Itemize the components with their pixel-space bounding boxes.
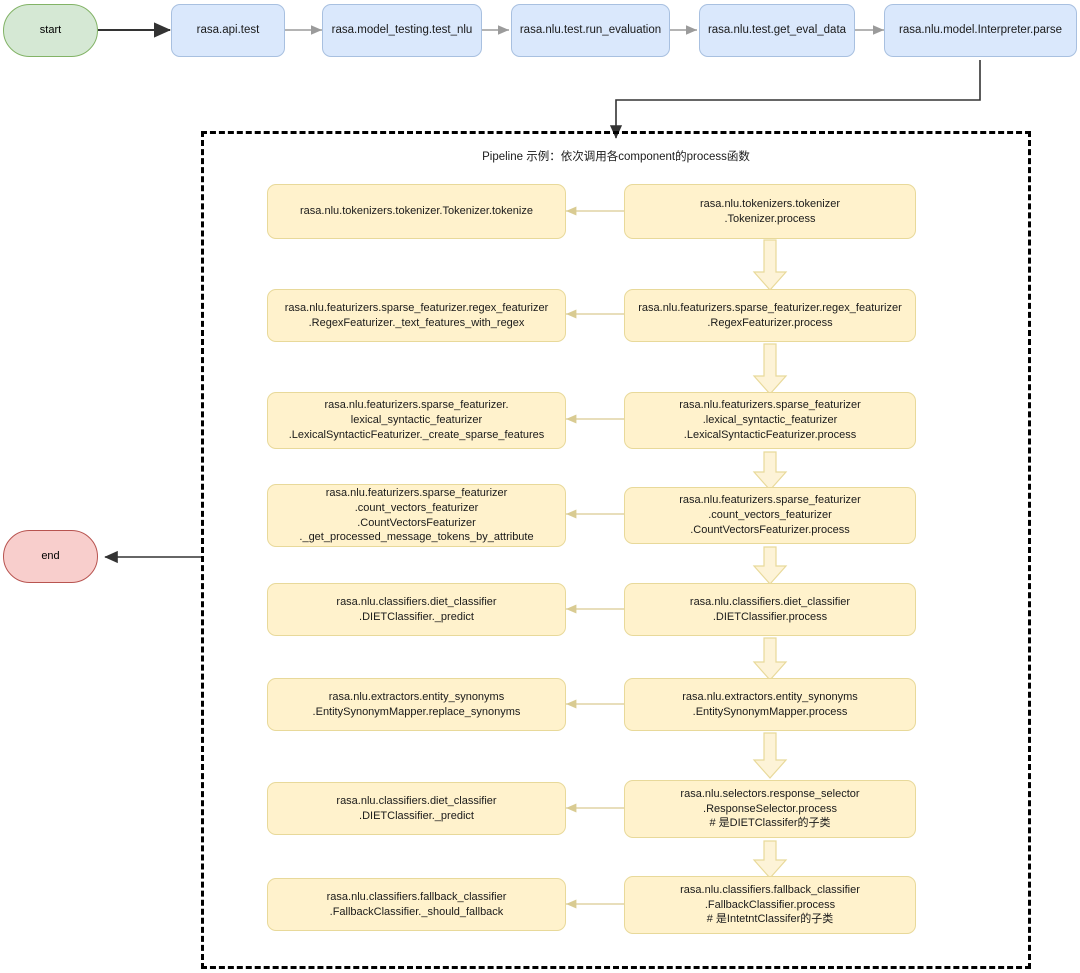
node-process-entity-synonym-mapper[interactable]: rasa.nlu.extractors.entity_synonyms .Ent… xyxy=(624,678,916,731)
node-call-diet-classifier-predict-2[interactable]: rasa.nlu.classifiers.diet_classifier .DI… xyxy=(267,782,566,835)
node-process-response-selector[interactable]: rasa.nlu.selectors.response_selector .Re… xyxy=(624,780,916,838)
node-call-lexical-create-sparse-features[interactable]: rasa.nlu.featurizers.sparse_featurizer. … xyxy=(267,392,566,449)
pipeline-container xyxy=(201,131,1031,969)
node-process-fallback-classifier[interactable]: rasa.nlu.classifiers.fallback_classifier… xyxy=(624,876,916,934)
node-label: rasa.nlu.featurizers.sparse_featurizer .… xyxy=(679,494,861,536)
node-end-label: end xyxy=(41,550,60,563)
node-rasa-model-testing-test-nlu[interactable]: rasa.model_testing.test_nlu xyxy=(322,4,482,57)
node-start-label: start xyxy=(39,24,62,37)
node-label: rasa.nlu.classifiers.fallback_classifier… xyxy=(680,883,860,926)
node-label: rasa.api.test xyxy=(196,23,260,36)
node-call-regex-text-features[interactable]: rasa.nlu.featurizers.sparse_featurizer.r… xyxy=(267,289,566,342)
node-rasa-nlu-model-interpreter-parse[interactable]: rasa.nlu.model.Interpreter.parse xyxy=(884,4,1077,57)
edge-interpreter-parse-to-pipeline xyxy=(609,60,981,139)
node-label: rasa.nlu.tokenizers.tokenizer .Tokenizer… xyxy=(699,197,840,225)
node-label: rasa.nlu.featurizers.sparse_featurizer. … xyxy=(288,399,545,441)
node-label: rasa.nlu.classifiers.diet_classifier .DI… xyxy=(689,595,851,623)
node-label: rasa.nlu.selectors.response_selector .Re… xyxy=(680,787,860,830)
node-rasa-api-test[interactable]: rasa.api.test xyxy=(171,4,285,57)
node-process-count-vectors-featurizer[interactable]: rasa.nlu.featurizers.sparse_featurizer .… xyxy=(624,487,916,544)
node-label: rasa.nlu.test.get_eval_data xyxy=(707,23,847,36)
node-label: rasa.nlu.tokenizers.tokenizer.Tokenizer.… xyxy=(300,205,533,218)
node-process-tokenizer[interactable]: rasa.nlu.tokenizers.tokenizer .Tokenizer… xyxy=(624,184,916,239)
node-process-regex-featurizer[interactable]: rasa.nlu.featurizers.sparse_featurizer.r… xyxy=(624,289,916,342)
node-rasa-nlu-test-get-eval-data[interactable]: rasa.nlu.test.get_eval_data xyxy=(699,4,855,57)
node-call-tokenizer-tokenize[interactable]: rasa.nlu.tokenizers.tokenizer.Tokenizer.… xyxy=(267,184,566,239)
node-label: rasa.nlu.model.Interpreter.parse xyxy=(898,23,1062,36)
node-call-count-vectors-get-processed-tokens[interactable]: rasa.nlu.featurizers.sparse_featurizer .… xyxy=(267,484,566,547)
node-label: rasa.model_testing.test_nlu xyxy=(331,23,473,36)
node-rasa-nlu-test-run-evaluation[interactable]: rasa.nlu.test.run_evaluation xyxy=(511,4,670,57)
node-label: rasa.nlu.classifiers.fallback_classifier… xyxy=(326,890,507,918)
node-call-diet-classifier-predict[interactable]: rasa.nlu.classifiers.diet_classifier .DI… xyxy=(267,583,566,636)
node-process-diet-classifier[interactable]: rasa.nlu.classifiers.diet_classifier .DI… xyxy=(624,583,916,636)
pipeline-caption: Pipeline 示例：依次调用各component的process函数 xyxy=(482,151,750,163)
node-label: rasa.nlu.test.run_evaluation xyxy=(519,23,662,36)
node-label: rasa.nlu.featurizers.sparse_featurizer .… xyxy=(679,399,861,441)
node-label: rasa.nlu.featurizers.sparse_featurizer .… xyxy=(299,486,534,544)
node-label: rasa.nlu.classifiers.diet_classifier .DI… xyxy=(336,794,497,822)
node-label: rasa.nlu.featurizers.sparse_featurizer.r… xyxy=(284,301,549,329)
node-call-entity-synonym-replace[interactable]: rasa.nlu.extractors.entity_synonyms .Ent… xyxy=(267,678,566,731)
node-start[interactable]: start xyxy=(3,4,98,57)
node-call-fallback-should-fallback[interactable]: rasa.nlu.classifiers.fallback_classifier… xyxy=(267,878,566,931)
node-label: rasa.nlu.classifiers.diet_classifier .DI… xyxy=(336,595,497,623)
node-process-lexical-syntactic-featurizer[interactable]: rasa.nlu.featurizers.sparse_featurizer .… xyxy=(624,392,916,449)
node-label: rasa.nlu.featurizers.sparse_featurizer.r… xyxy=(638,301,902,329)
node-label: rasa.nlu.extractors.entity_synonyms .Ent… xyxy=(682,690,858,718)
node-end[interactable]: end xyxy=(3,530,98,583)
node-label: rasa.nlu.extractors.entity_synonyms .Ent… xyxy=(312,690,521,718)
